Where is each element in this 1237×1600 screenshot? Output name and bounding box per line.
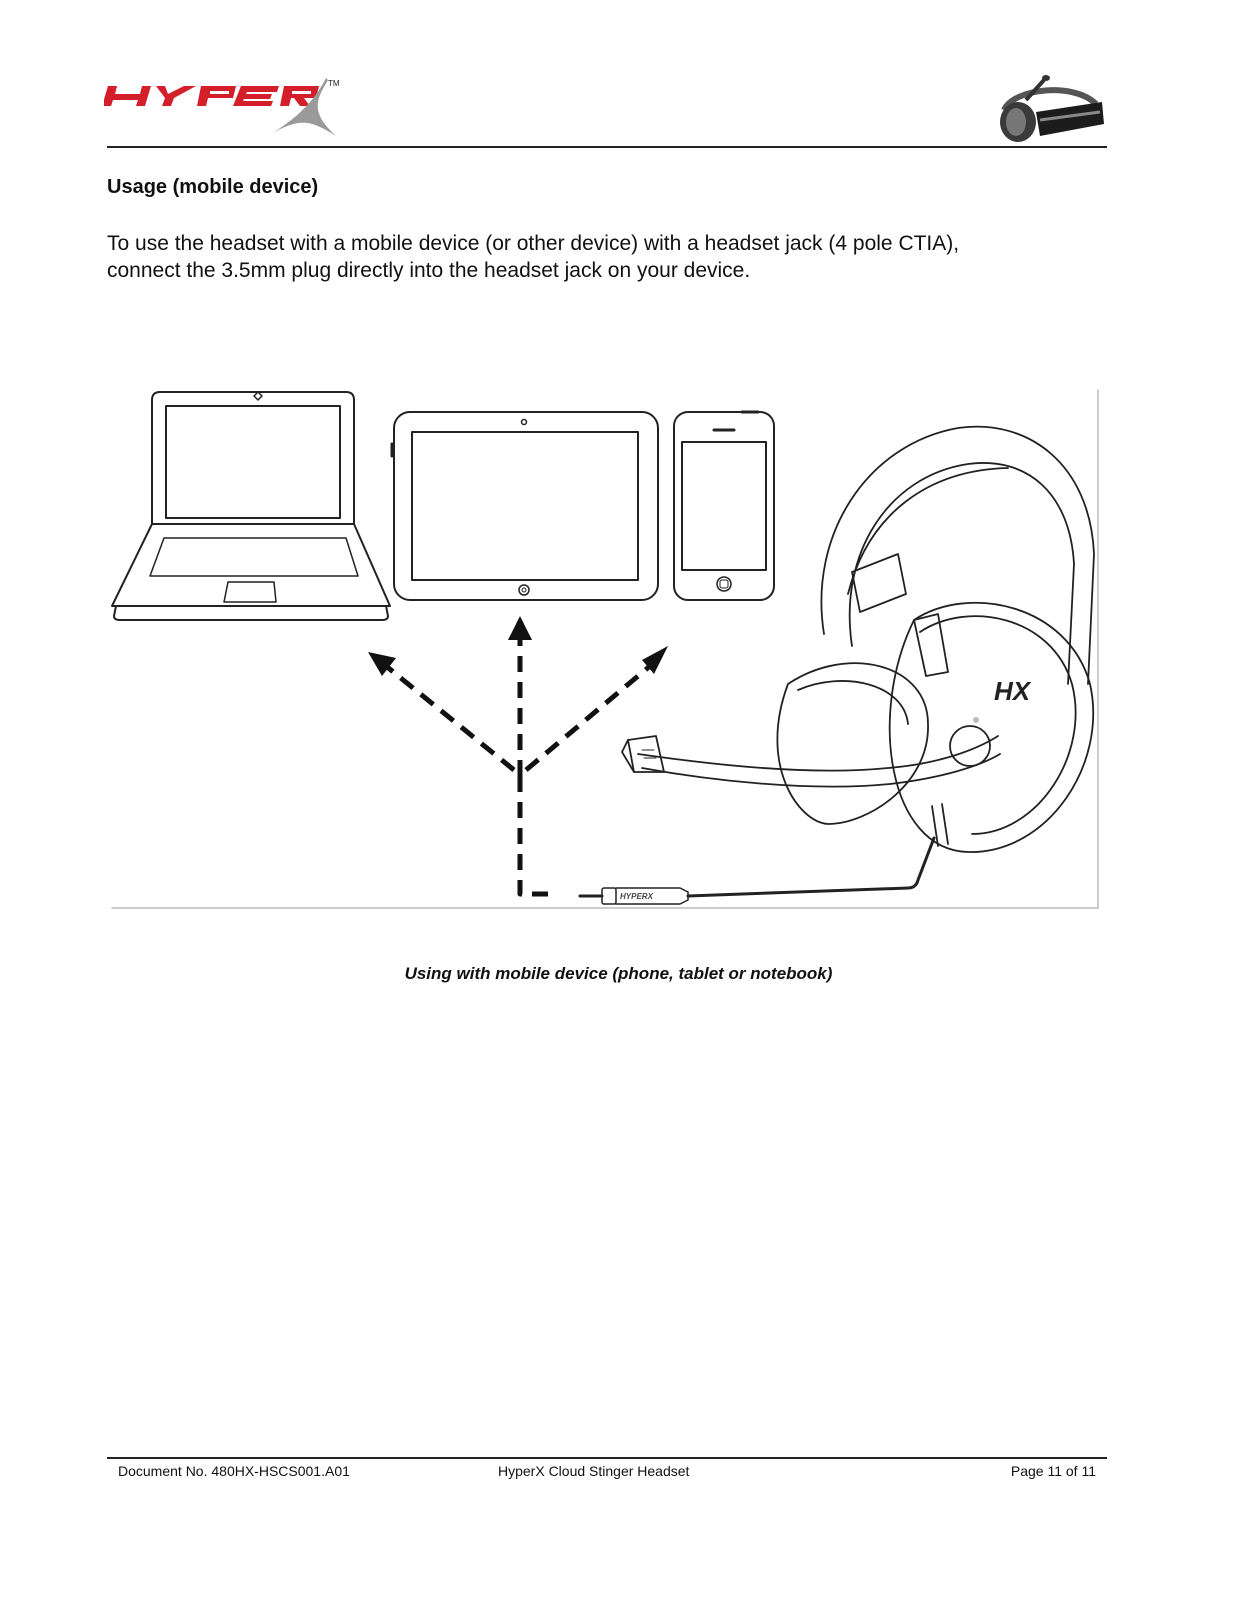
x-swoosh-shape [274, 78, 336, 136]
laptop-drawing [111, 391, 391, 621]
footer-document-title: HyperX Cloud Stinger Headset [498, 1463, 690, 1479]
audio-plug-drawing: HYPERX [578, 836, 936, 905]
headset-drawing: HX [621, 425, 1095, 853]
header-headset-image [1000, 75, 1104, 142]
section-heading: Usage (mobile device) [107, 176, 319, 198]
hyperx-logo: TM [104, 78, 340, 136]
connection-arrows [368, 616, 668, 897]
body-line-2: connect the 3.5mm plug directly into the… [107, 259, 751, 282]
body-line-1: To use the headset with a mobile device … [107, 232, 960, 255]
headset-hx-logo: HX [994, 676, 1032, 706]
footer-page-number: Page 11 of 11 [1010, 1463, 1096, 1479]
usage-illustration: HYPERX HX [111, 389, 1099, 909]
hyperx-wordmark [104, 86, 319, 106]
plug-brand-label: HYPERX [620, 892, 654, 901]
footer-rule [107, 1457, 1107, 1459]
phone-drawing [673, 410, 775, 601]
header-rule [107, 146, 1107, 148]
tablet-drawing [390, 411, 659, 601]
trademark-mark: TM [328, 79, 340, 88]
figure-caption: Using with mobile device (phone, tablet … [404, 964, 833, 983]
body-paragraph: To use the headset with a mobile device … [107, 230, 1117, 284]
footer-document-number: Document No. 480HX-HSCS001.A01 [118, 1463, 350, 1479]
